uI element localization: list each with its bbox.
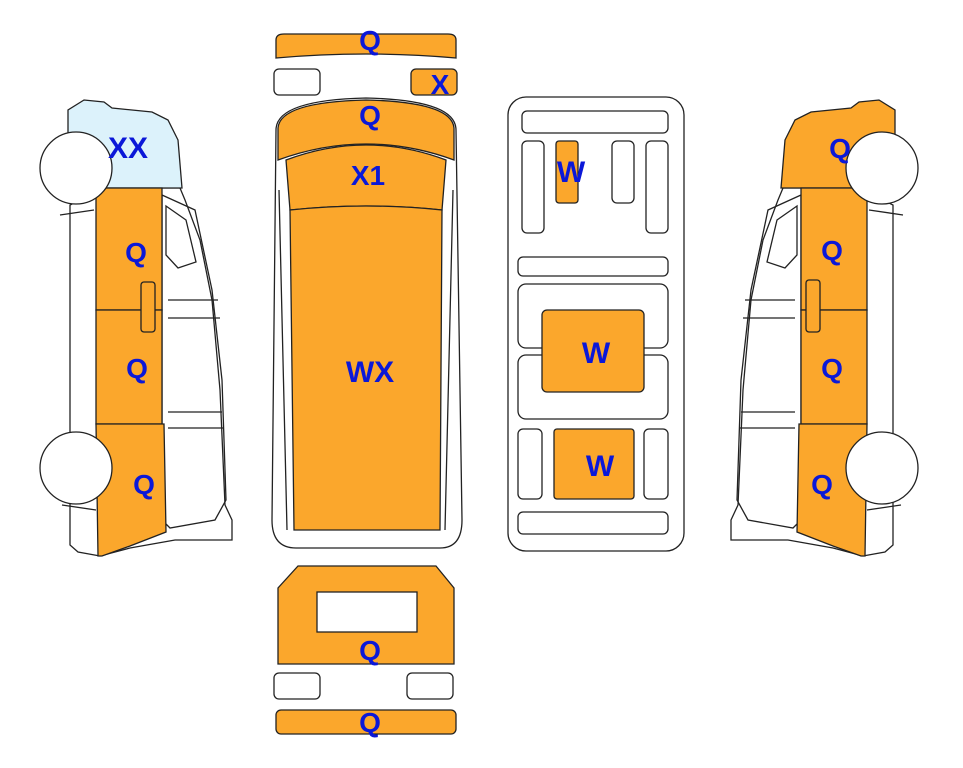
rear-door-label: Q: [359, 635, 381, 666]
front-bumper-label: Q: [359, 25, 381, 56]
right-side-view: Q Q Q Q: [730, 99, 919, 557]
right-rear-wheel: [845, 431, 919, 505]
top-view: Q X Q X1 WX: [271, 25, 463, 549]
left-front-wheel: [39, 131, 113, 205]
rear-left-lamp: [273, 672, 321, 700]
left-side-view: XX Q Q Q: [39, 99, 233, 557]
front-bumper-panel: [275, 33, 457, 59]
left-rear-wheel: [39, 431, 113, 505]
right-front-door-label: Q: [821, 235, 843, 266]
right-headlight-panel: [410, 68, 458, 96]
left-front-door-label: Q: [125, 237, 147, 268]
interior-rear-seat-panel: [553, 428, 635, 500]
interior-front-seat-label: W: [557, 156, 586, 189]
interior-front-seat-panel: [555, 140, 579, 204]
interior-rear-seat-label: W: [586, 450, 615, 483]
right-slide-door-label: Q: [821, 353, 843, 384]
roof-panel: [289, 205, 443, 531]
left-rear-quarter-label: Q: [133, 469, 155, 500]
windshield-label: X1: [351, 160, 385, 191]
left-front-fender-label: XX: [108, 132, 148, 165]
right-front-wheel: [845, 131, 919, 205]
left-headlight-panel: [273, 68, 321, 96]
right-front-fender-label: Q: [829, 133, 851, 164]
roof-label: WX: [346, 356, 394, 389]
interior-middle-seat-panel: [541, 309, 645, 393]
right-headlight-label: X: [431, 69, 450, 100]
rear-bumper-label: Q: [359, 707, 381, 738]
rear-right-lamp: [406, 672, 454, 700]
interior-middle-seat-label: W: [582, 337, 611, 370]
left-slide-door-label: Q: [126, 353, 148, 384]
rear-bumper-panel: [275, 709, 457, 735]
left-rear-quarter-panel: [95, 423, 167, 557]
rear-view: Q Q: [273, 565, 457, 738]
interior-view: W W W: [507, 96, 685, 552]
hood-panel: [277, 99, 455, 161]
hood-label: Q: [359, 100, 381, 131]
right-rear-quarter-label: Q: [811, 469, 833, 500]
